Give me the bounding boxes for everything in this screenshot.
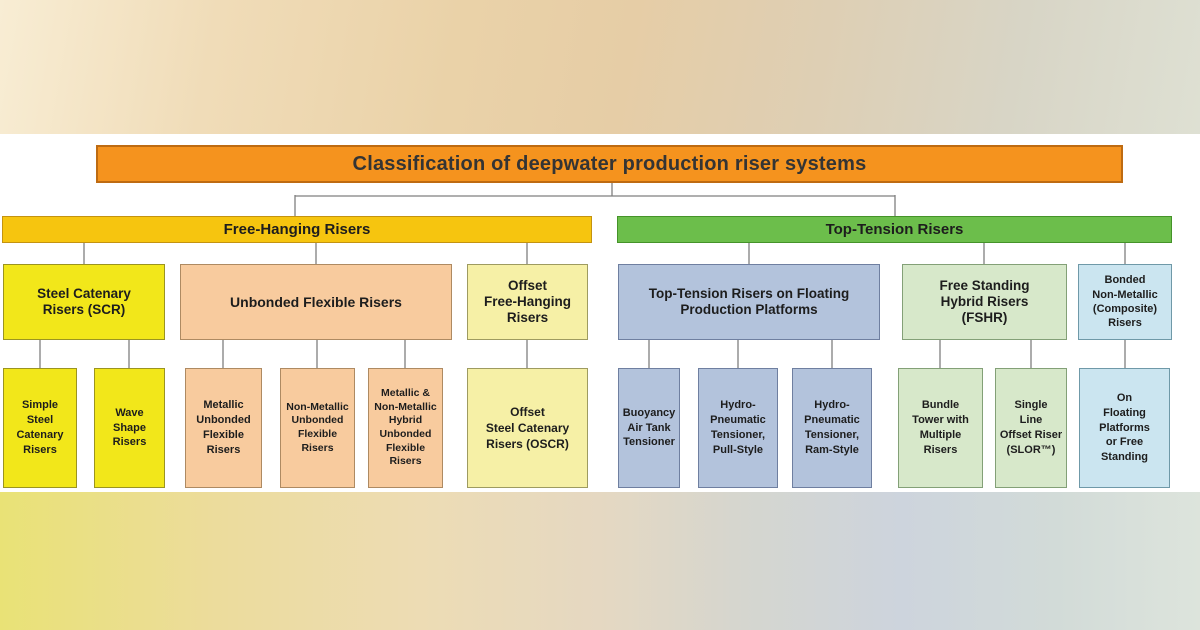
leaf-hybrid-unbonded-flexible-risers: Metallic & Non-Metallic Hybrid Unbonded …: [368, 368, 443, 488]
leaf-hydro-pneumatic-tensioner-pull-style: Hydro- Pneumatic Tensioner, Pull-Style: [698, 368, 778, 488]
group-unbonded-flexible-risers: Unbonded Flexible Risers: [180, 264, 452, 340]
leaf-offset-steel-catenary-risers-oscr: Offset Steel Catenary Risers (OSCR): [467, 368, 588, 488]
branch-free-hanging-risers: Free-Hanging Risers: [2, 216, 592, 243]
group-steel-catenary-risers: Steel Catenary Risers (SCR): [3, 264, 165, 340]
leaf-hydro-pneumatic-tensioner-ram-style: Hydro- Pneumatic Tensioner, Ram-Style: [792, 368, 872, 488]
leaf-on-floating-platforms-or-free-standing: On Floating Platforms or Free Standing: [1079, 368, 1170, 488]
leaf-wave-shape-risers: Wave Shape Risers: [94, 368, 165, 488]
branch-top-tension-risers: Top-Tension Risers: [617, 216, 1172, 243]
group-top-tension-floating-platforms: Top-Tension Risers on Floating Productio…: [618, 264, 880, 340]
leaf-non-metallic-unbonded-flexible-risers: Non-Metallic Unbonded Flexible Risers: [280, 368, 355, 488]
leaf-single-line-offset-riser-slor: Single Line Offset Riser (SLOR™): [995, 368, 1067, 488]
leaf-buoyancy-air-tank-tensioner: Buoyancy Air Tank Tensioner: [618, 368, 680, 488]
leaf-simple-steel-catenary-risers: Simple Steel Catenary Risers: [3, 368, 77, 488]
group-free-standing-hybrid-risers: Free Standing Hybrid Risers (FSHR): [902, 264, 1067, 340]
leaf-metallic-unbonded-flexible-risers: Metallic Unbonded Flexible Risers: [185, 368, 262, 488]
group-offset-free-hanging-risers: Offset Free-Hanging Risers: [467, 264, 588, 340]
bottom-blur-band: [0, 492, 1200, 630]
diagram-title: Classification of deepwater production r…: [96, 145, 1123, 183]
leaf-bundle-tower-multiple-risers: Bundle Tower with Multiple Risers: [898, 368, 983, 488]
top-blur-band: [0, 0, 1200, 134]
group-bonded-composite-risers: Bonded Non-Metallic (Composite) Risers: [1078, 264, 1172, 340]
